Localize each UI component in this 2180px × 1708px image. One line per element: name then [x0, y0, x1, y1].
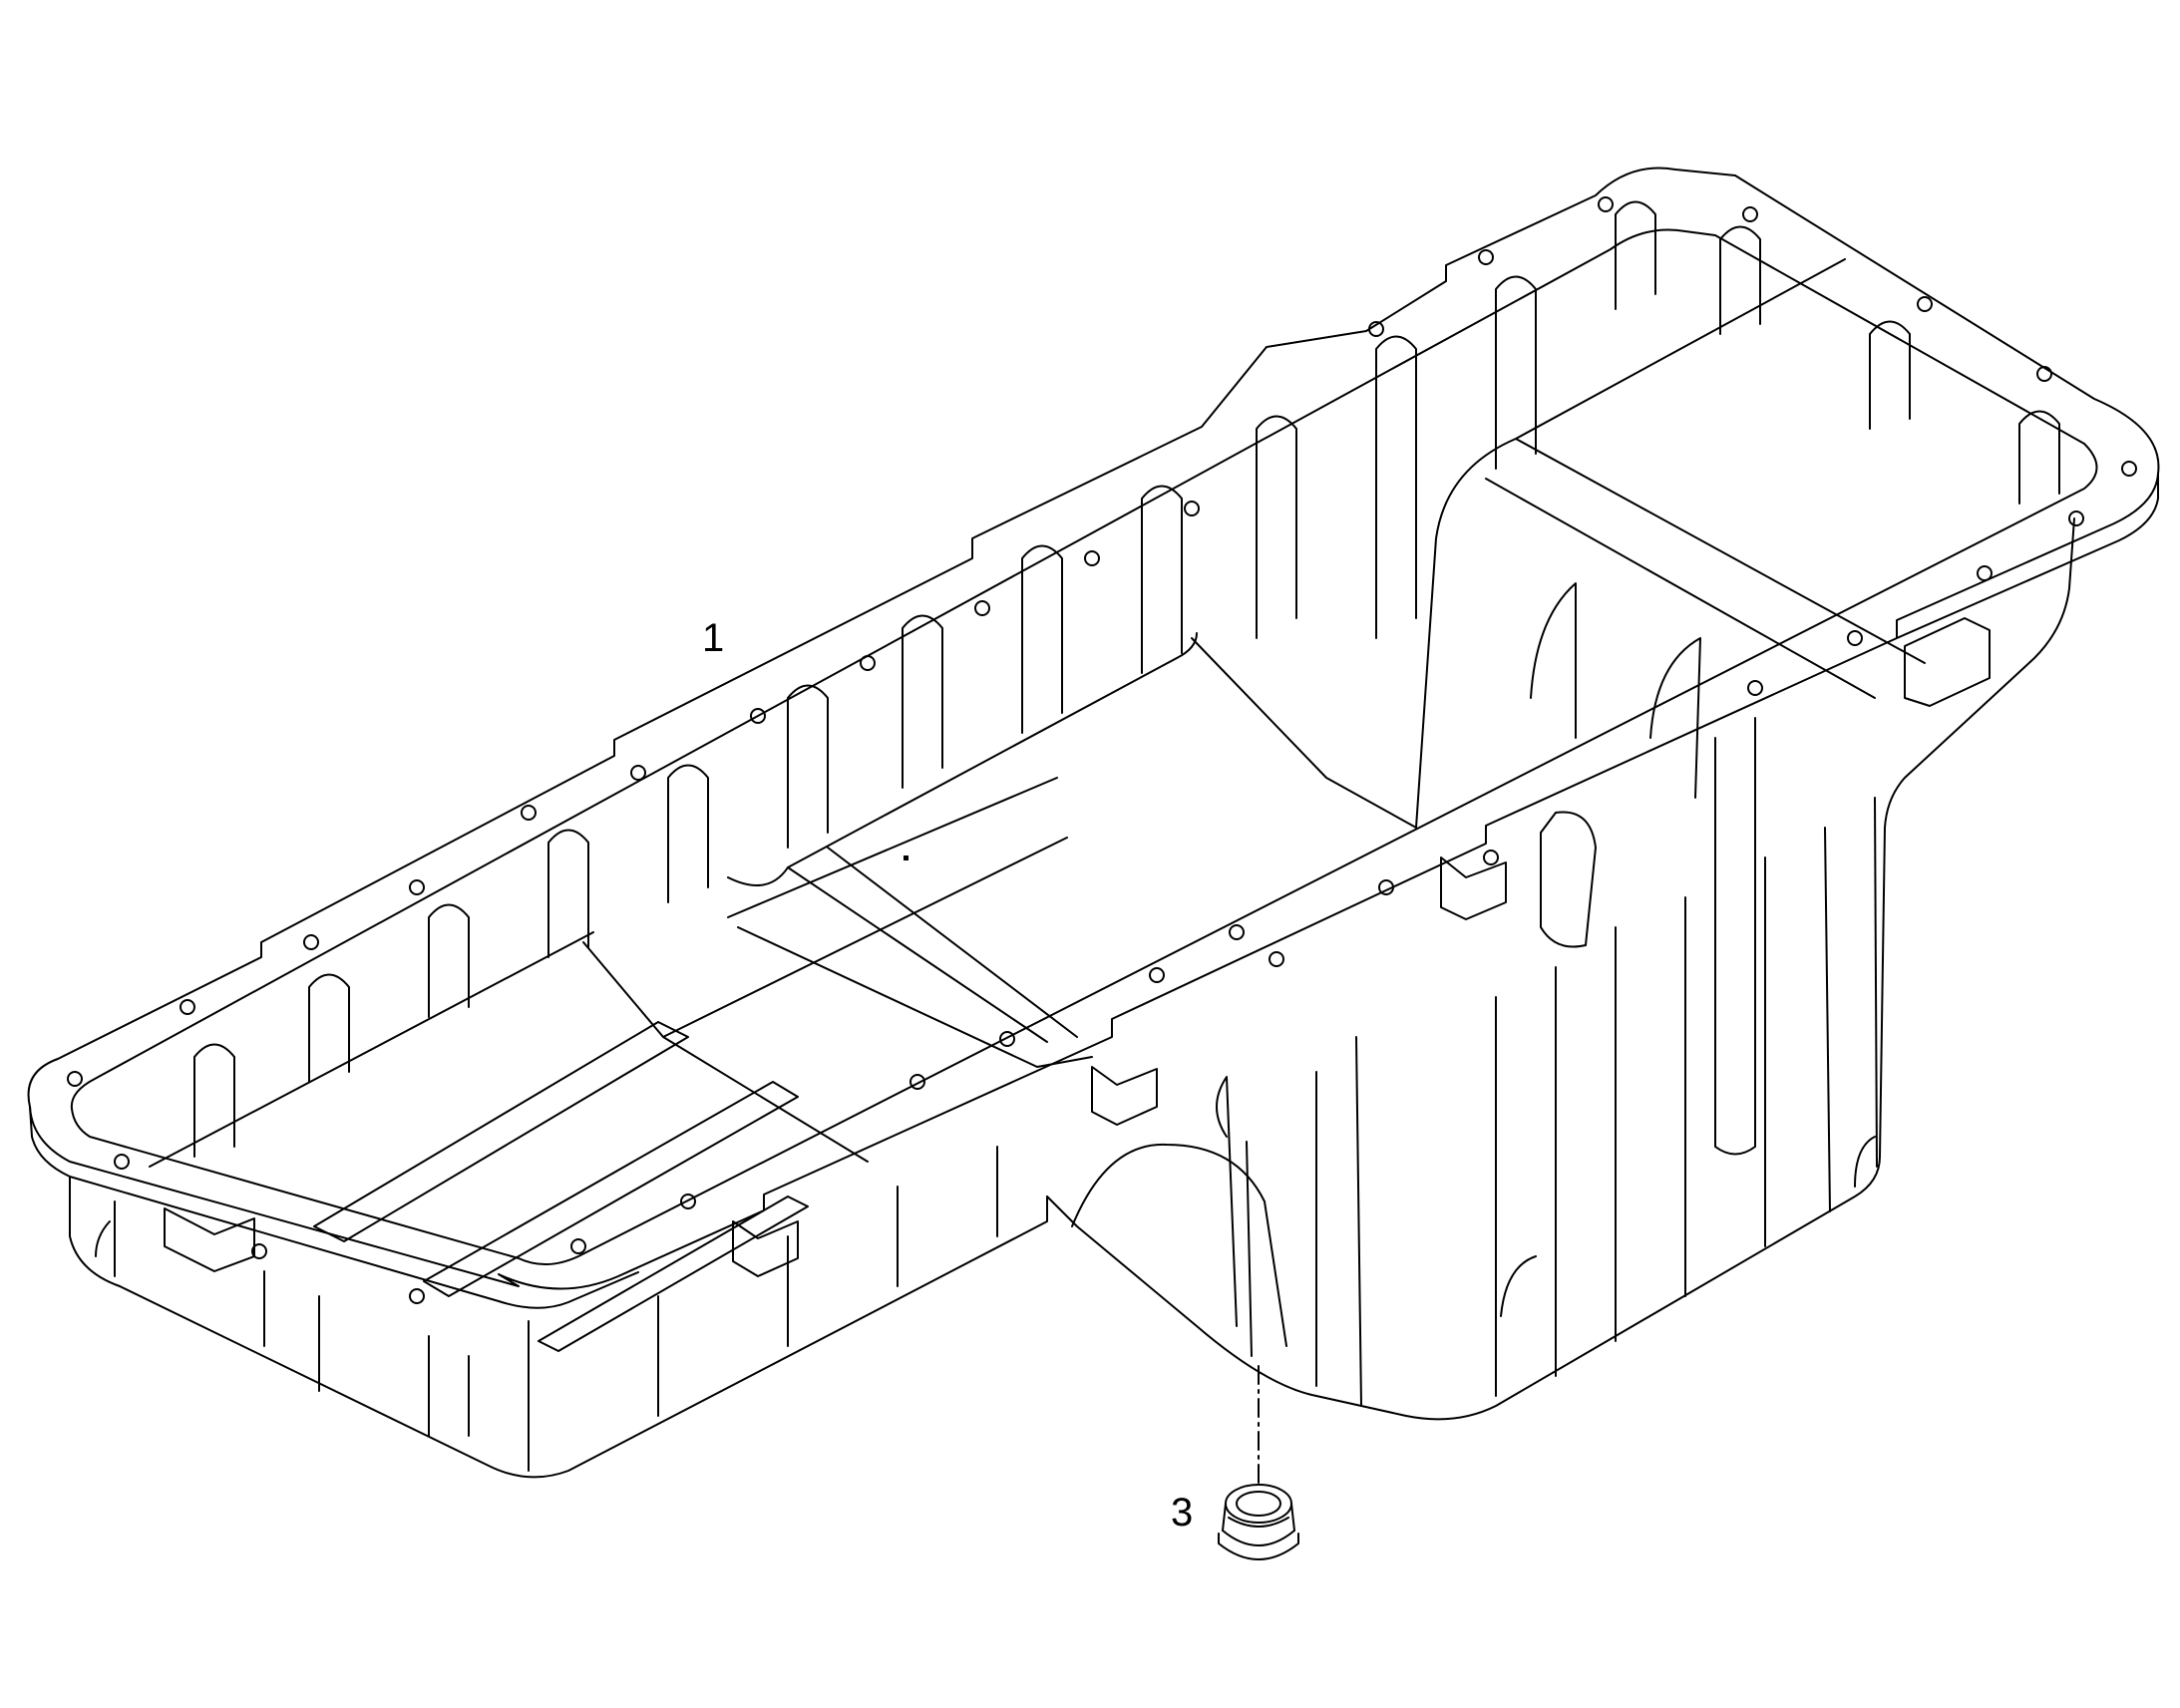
shallow-floor	[149, 777, 1068, 1168]
interior-ribs	[193, 200, 2060, 1158]
drain-plug-icon	[1218, 1484, 1299, 1560]
bolt-holes	[67, 196, 2137, 1304]
shallow-section-wall	[69, 1176, 1048, 1479]
callout-label-drain-plug: 3	[1171, 1491, 1194, 1535]
flange-clips	[164, 617, 1991, 1277]
callout-label-oil-pan: 1	[702, 616, 725, 660]
deep-sump-wall	[1046, 517, 2075, 1421]
flange-thickness	[29, 1106, 639, 1309]
flange-inner-edge	[70, 228, 2098, 1266]
flange-outer-edge	[27, 167, 2160, 1290]
oil-pan-icon	[27, 167, 2160, 1479]
